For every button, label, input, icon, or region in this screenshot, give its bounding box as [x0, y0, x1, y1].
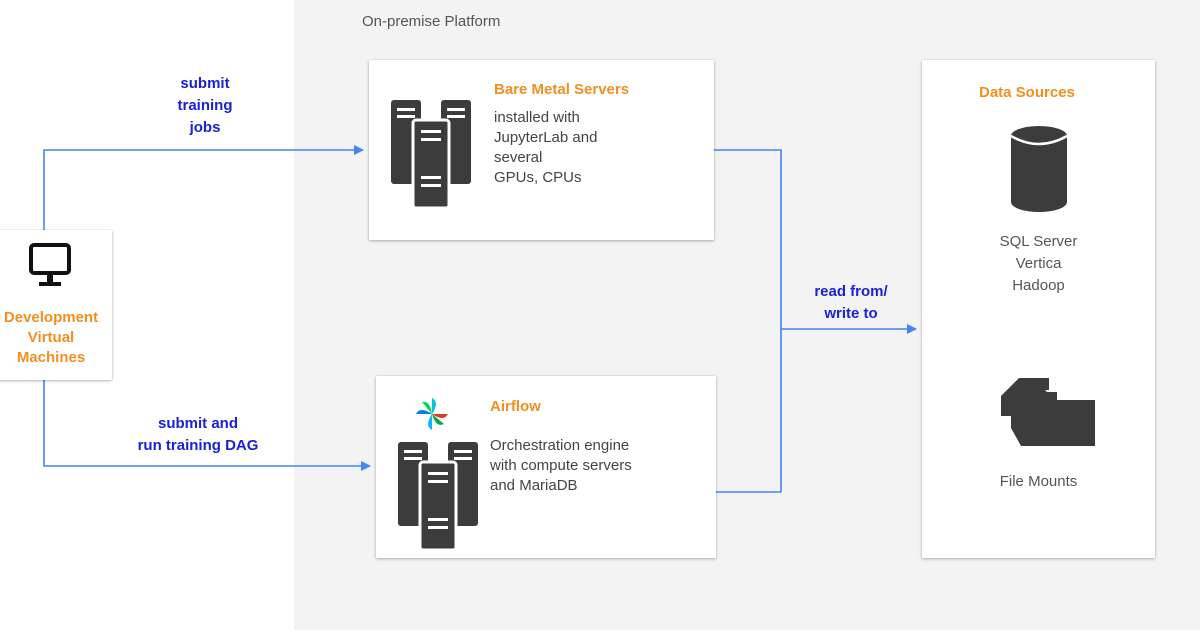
server-stack-icon	[398, 442, 478, 552]
airflow-description: Orchestration engine with compute server…	[490, 437, 632, 494]
folders-icon	[1001, 378, 1095, 446]
platform-title: On-premise Platform	[362, 13, 501, 30]
arrow-dev-to-airflow	[43, 380, 371, 471]
airflow-card: Airflow Orchestration engine with comput…	[376, 376, 716, 558]
label-read-write: read from/ write to	[814, 283, 888, 322]
airflow-title: Airflow	[490, 398, 541, 415]
label-submit-dag: submit and run training DAG	[137, 415, 259, 454]
file-mounts-label: File Mounts	[999, 473, 1078, 490]
database-list: SQL Server Vertica Hadoop	[999, 233, 1078, 294]
server-stack-icon	[391, 100, 471, 210]
airflow-pinwheel-icon	[416, 398, 448, 430]
dev-vm-title: Development Virtual Machines	[3, 309, 99, 366]
dev-vm-card: Development Virtual Machines	[0, 230, 112, 380]
line-baremetal-to-bus	[714, 149, 782, 492]
label-submit-training-jobs: submit training jobs	[177, 75, 233, 136]
bare-metal-title: Bare Metal Servers	[494, 81, 630, 98]
arrow-dev-to-baremetal	[43, 145, 364, 230]
data-sources-title: Data Sources	[979, 84, 1075, 101]
monitor-icon	[29, 243, 71, 286]
bare-metal-card: Bare Metal Servers installed with Jupyte…	[369, 60, 714, 240]
data-sources-card: Data Sources SQL Server Vertica Hadoop F…	[922, 60, 1155, 558]
database-icon	[1010, 126, 1068, 212]
bare-metal-description: installed with JupyterLab and several GP…	[494, 109, 598, 186]
